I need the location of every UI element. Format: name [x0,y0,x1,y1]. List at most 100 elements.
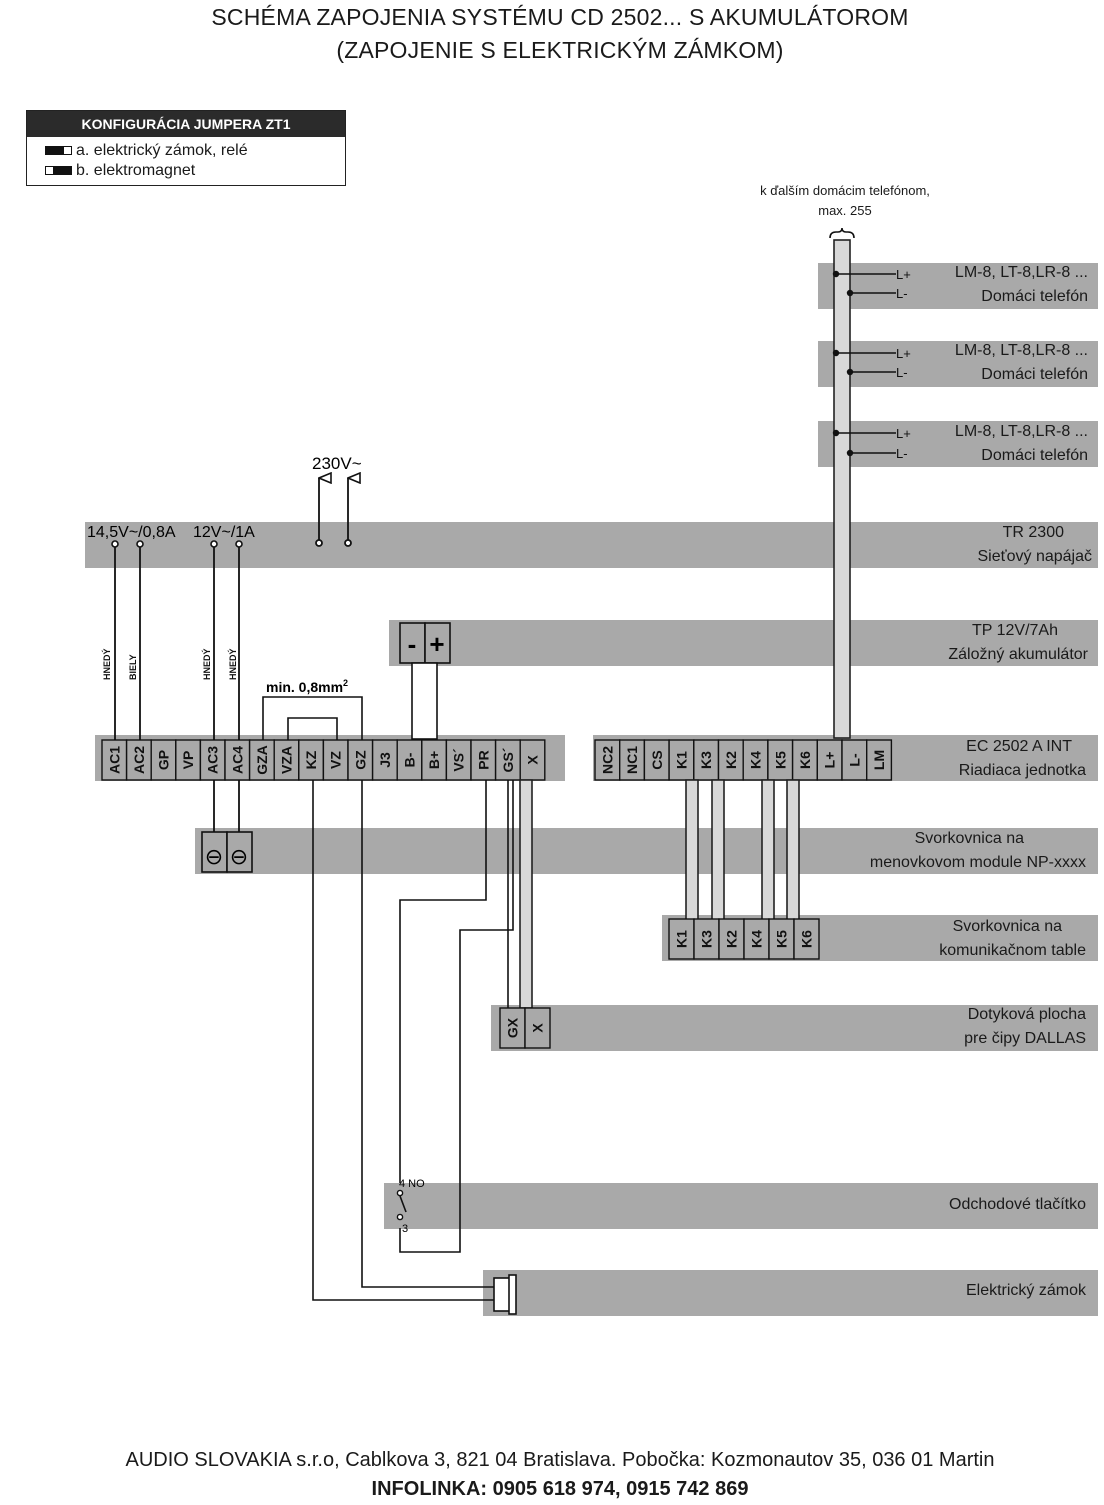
battery-model: TP 12V/7Ah [972,622,1058,639]
cu-left-terminal-box-9 [322,739,349,781]
phone-3-lplus: L+ [896,426,911,441]
exit-button-pin-no: 4 NO [399,1178,425,1190]
cu-left-terminal-label-10: GZ [352,750,368,770]
cu-left-terminal-box-15 [470,739,497,781]
phone-3-model: LM-8, LT-8,LR-8 ... [954,423,1088,440]
diagram-title-line2: (ZAPOJENIE S ELEKTRICKÝM ZÁMKOM) [336,37,784,63]
cu-left-terminal-label-17: X [525,755,541,765]
cu-left-terminal-label-1: AC2 [131,746,147,774]
jumper-b-icon [45,161,72,181]
diagram-title-line1: SCHÉMA ZAPOJENIA SYSTÉMU CD 2502... S AK… [211,4,909,30]
exit-button-label: Odchodové tlačítko [949,1196,1086,1213]
cu-right-terminal-label-3: K1 [673,751,689,769]
exit-button-wires [399,780,514,1253]
cu-left-terminal-label-2: GP [156,750,172,770]
lock-band [483,1270,1098,1316]
dallas-line1: Dotyková plocha [967,1006,1086,1023]
cu-left-terminal-box-11 [371,739,398,781]
dallas-line2: pre čipy DALLAS [964,1030,1086,1047]
phone-3-lminus: L- [896,446,908,461]
comm-terminal-label-5: K6 [799,930,815,948]
phone-bus [829,227,896,739]
wire-color-ac3: HNEDÝ [201,648,212,680]
comm-terminal-box-1 [693,918,720,960]
cu-left-terminal-box-1 [125,739,152,781]
cu-left-terminal-box-13 [421,739,448,781]
phone-1-lminus: L- [896,286,908,301]
phone-1-name: Domáci telefón [981,288,1088,305]
phone-2-lminus: L- [896,365,908,380]
lock-icon [493,1274,517,1315]
cu-left-terminal-label-5: AC4 [229,746,245,774]
power-supply-name: Sieťový napájač [977,548,1092,565]
comm-terminal-label-1: K3 [699,930,715,948]
brace-icon [829,227,855,239]
control-unit-label: EC 2502 A INT Riadiaca jednotka [800,735,1086,783]
mains-arrows [315,478,351,547]
dallas-band [491,1005,1098,1051]
wire-color-ac1: HNEDÝ [101,648,112,680]
jumper-legend-heading: KONFIGURÁCIA JUMPERA ZT1 [27,111,345,137]
cu-right-terminal-label-11: LM [871,750,887,770]
comm-terminal-box-2 [718,918,745,960]
comm-board-wires [685,779,800,921]
battery-label: TP 12V/7Ah Záložný akumulátor [800,619,1088,667]
battery-band [389,620,1098,666]
footer-address: AUDIO SLOVAKIA s.r.o, Cablkova 3, 821 04… [125,1449,995,1471]
jumper-option-b: b. elektromagnet [45,161,195,181]
cu-left-terminal-label-16: GS´ [500,747,516,772]
cu-right-terminal-box-8 [791,739,818,781]
comm-board-label: Svorkovnica na komunikačnom table [800,915,1086,963]
wire-color-ac2: BIELY [128,654,138,680]
comm-terminal-label-2: K2 [724,930,740,948]
cu-right-terminal-label-6: K4 [748,751,764,769]
cu-left-terminal-label-8: KZ [303,750,319,769]
phone-2-model: LM-8, LT-8,LR-8 ... [954,342,1088,359]
battery-wires [411,662,438,740]
cu-left-terminal-box-14 [445,739,472,781]
cu-left-terminal-label-12: B- [402,752,418,767]
phone-2-label: LM-8, LT-8,LR-8 ... Domáci telefón [840,339,1088,387]
control-unit-name: Riadiaca jednotka [958,762,1086,779]
jumper-option-a: a. elektrický zámok, relé [45,141,248,161]
cu-right-terminal-label-4: K3 [698,751,714,769]
phone-2-lplus: L+ [896,346,911,361]
cu-left-terminal-label-15: PR [475,750,491,769]
cu-right-terminal-box-2 [643,739,670,781]
mains-label: 230V~ [312,454,362,473]
cu-left-terminal-box-2 [150,739,177,781]
comm-terminal-label-3: K4 [749,930,765,948]
comm-terminal-box-5 [793,918,820,960]
dallas-terminal-label-1: X [530,1023,546,1033]
exit-button-pin-3: 3 [402,1223,408,1235]
comm-board-line1: Svorkovnica na [952,918,1062,935]
cu-left-terminal-label-4: AC3 [205,746,221,774]
lock-label: Elektrický zámok [965,1282,1086,1299]
comm-board-line2: komunikačnom table [939,942,1086,959]
dallas-terminal-label-0: GX [505,1017,521,1038]
cu-left-terminal-label-9: VZ [328,751,344,769]
footer-hotline: INFOLINKA: 0905 618 974, 0915 742 869 [371,1478,749,1500]
phone-band-3 [818,421,1098,467]
dallas-terminal-box-1 [524,1007,551,1049]
phones-note-line1: k ďalším domácim telefónom, [760,183,930,198]
phone-2-name: Domáci telefón [981,366,1088,383]
cu-right-terminal-label-10: L- [846,753,862,767]
cu-left-terminal-box-16 [494,739,521,781]
cu-left-terminal-label-3: VP [180,751,196,770]
power-supply-model: TR 2300 [1002,524,1064,541]
name-module-terminals [201,831,253,873]
comm-terminal-label-4: K5 [774,930,790,948]
lock-jumper-wires [262,696,363,740]
cu-right-terminal-label-0: NC2 [599,746,615,774]
dallas-terminal-box-0 [499,1007,526,1049]
jumper-option-a-label: a. elektrický zámok, relé [76,142,248,160]
cu-left-terminal-label-7: VZA [279,746,295,774]
phone-1-lplus: L+ [896,267,911,282]
cu-left-terminal-label-13: B+ [426,751,442,769]
comm-terminal-box-3 [743,918,770,960]
power-supply-label: TR 2300 Sieťový napájač [800,521,1092,569]
cu-right-terminal-box-1 [619,739,646,781]
